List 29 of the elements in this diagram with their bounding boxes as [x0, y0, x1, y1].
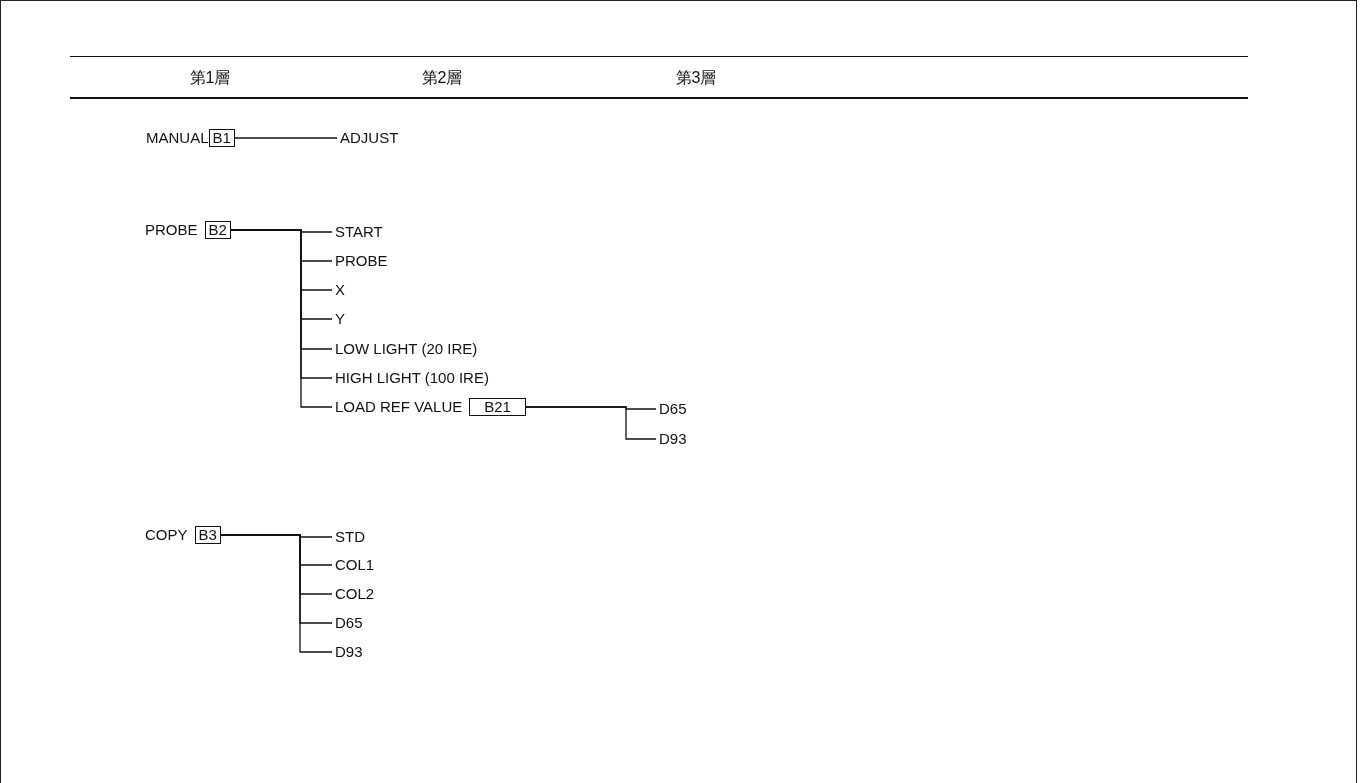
menu-item: MANUAL [146, 128, 209, 148]
menu-item: X [335, 280, 345, 300]
menu-item: D65 [335, 613, 363, 633]
menu-item: STD [335, 527, 365, 547]
menu-item: D93 [659, 429, 687, 449]
menu-code: B1 [208, 129, 235, 147]
menu-item: D93 [335, 642, 363, 662]
menu-item: HIGH LIGHT (100 IRE) [335, 368, 489, 388]
menu-item: START [335, 222, 383, 242]
menu-item: PROBE [145, 220, 198, 240]
layer-heading: 第3層 [675, 68, 717, 88]
menu-item: COL1 [335, 555, 375, 575]
tree-connector [220, 534, 333, 653]
layer-heading: 第1層 [189, 68, 231, 88]
menu-code: B3 [194, 526, 221, 544]
menu-item: COPY [145, 525, 188, 545]
menu-code: B21 [469, 398, 526, 416]
menu-item: COL2 [335, 584, 375, 604]
menu-item: LOAD REF VALUE [335, 397, 463, 417]
menu-code: B2 [204, 221, 231, 239]
layer-heading: 第2層 [421, 68, 463, 88]
tree-connector [234, 137, 338, 139]
menu-item: D65 [659, 399, 687, 419]
tree-connector [525, 406, 657, 440]
menu-item: Y [335, 309, 345, 329]
tree-connector [230, 229, 333, 408]
menu-item: PROBE [335, 251, 388, 271]
menu-item: LOW LIGHT (20 IRE) [335, 339, 478, 359]
menu-item: ADJUST [340, 128, 399, 148]
